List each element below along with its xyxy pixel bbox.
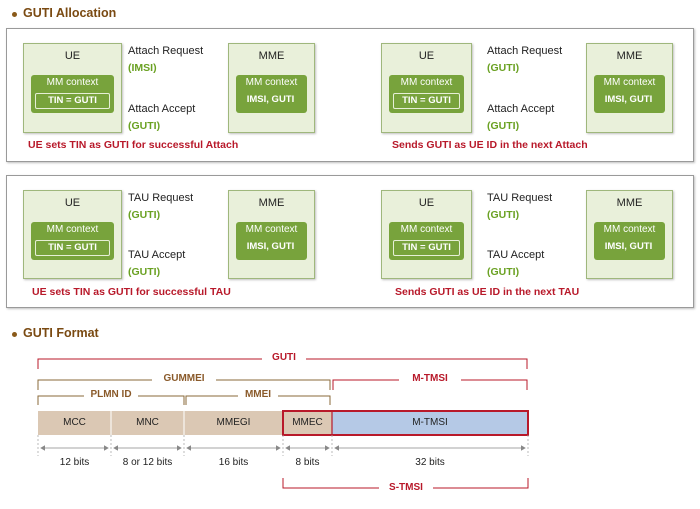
mcc-field: MCC — [63, 417, 86, 428]
guti-param: (GUTI) — [487, 266, 520, 278]
tin-value: TIN = GUTI — [35, 93, 110, 109]
ue-node: UE MM context TIN = GUTI — [381, 190, 472, 279]
mm-context-label: MM context — [400, 77, 453, 88]
tin-value: TIN = GUTI — [35, 240, 110, 256]
ue-label: UE — [418, 197, 435, 209]
attach-right-caption: Sends GUTI as UE ID in the next Attach — [392, 139, 588, 151]
mme-label: MME — [616, 197, 643, 209]
mmei-bracket-label: MMEI — [238, 389, 278, 400]
mm-context-label: MM context — [400, 224, 453, 235]
mmec-bits: 8 bits — [295, 457, 320, 468]
mmec-field-box — [283, 411, 332, 435]
ue-label: UE — [64, 197, 81, 209]
mme-node: MME MM context IMSI, GUTI — [228, 190, 315, 279]
mnc-bits: 8 or 12 bits — [122, 457, 173, 468]
mme-node: MME MM context IMSI, GUTI — [586, 190, 673, 279]
attach-request-label: Attach Request — [487, 45, 563, 57]
ue-mm-context: MM context TIN = GUTI — [389, 75, 464, 113]
ue-mm-context: MM context TIN = GUTI — [31, 222, 114, 260]
stmsi-bracket-label: S-TMSI — [379, 482, 433, 493]
mm-context-label: MM context — [245, 77, 298, 88]
mmegi-field-box — [184, 411, 283, 435]
guti-allocation-title: GUTI Allocation — [23, 6, 117, 20]
tau-accept-label: TAU Accept — [128, 249, 186, 261]
guti-param: (GUTI) — [128, 209, 161, 221]
tau-left-caption: UE sets TIN as GUTI for successful TAU — [32, 286, 231, 298]
tau-request-label: TAU Request — [128, 192, 194, 204]
mme-mm-context: MM context IMSI, GUTI — [236, 75, 307, 113]
mme-context-value: IMSI, GUTI — [246, 94, 295, 105]
attach-left-caption: UE sets TIN as GUTI for successful Attac… — [28, 139, 239, 151]
plmn-id-bracket-label: PLMN ID — [84, 389, 138, 400]
mme-context-value: IMSI, GUTI — [604, 241, 653, 252]
ue-label: UE — [418, 50, 435, 62]
mnc-field-box — [111, 411, 184, 435]
guti-param: (GUTI) — [128, 120, 161, 132]
mtmsi-bits: 32 bits — [415, 457, 445, 468]
ue-node: UE MM context TIN = GUTI — [381, 43, 472, 133]
ue-mm-context: MM context TIN = GUTI — [31, 75, 114, 113]
guti-param: (GUTI) — [487, 120, 520, 132]
mme-mm-context: MM context IMSI, GUTI — [594, 222, 665, 260]
imsi-param: (IMSI) — [128, 62, 157, 74]
mme-mm-context: MM context IMSI, GUTI — [236, 222, 307, 260]
mme-node: MME MM context IMSI, GUTI — [228, 43, 315, 133]
tau-right-caption: Sends GUTI as UE ID in the next TAU — [395, 286, 580, 298]
ue-mm-context: MM context TIN = GUTI — [389, 222, 464, 260]
mtmsi-field: M-TMSI — [412, 417, 448, 428]
ue-node: UE MM context TIN = GUTI — [23, 190, 122, 279]
mm-context-label: MM context — [46, 77, 99, 88]
guti-param: (GUTI) — [487, 209, 520, 221]
mmegi-bits: 16 bits — [218, 457, 249, 468]
mm-context-label: MM context — [603, 77, 656, 88]
mtmsi-bracket-label: M-TMSI — [399, 373, 461, 384]
attach-request-label: Attach Request — [128, 45, 204, 57]
guti-param: (GUTI) — [487, 62, 520, 74]
mme-label: MME — [258, 50, 285, 62]
mmegi-field: MMEGI — [216, 417, 251, 428]
stmsi-outline — [282, 410, 529, 436]
section-bullet — [12, 12, 17, 17]
ue-label: UE — [64, 50, 81, 62]
tau-request-label: TAU Request — [487, 192, 553, 204]
mme-context-value: IMSI, GUTI — [246, 241, 295, 252]
mcc-field-box — [38, 411, 111, 435]
attach-accept-label: Attach Accept — [487, 103, 555, 115]
mm-context-label: MM context — [46, 224, 99, 235]
tau-accept-label: TAU Accept — [487, 249, 545, 261]
mme-label: MME — [616, 50, 643, 62]
mme-node: MME MM context IMSI, GUTI — [586, 43, 673, 133]
tin-value: TIN = GUTI — [393, 93, 460, 109]
mnc-field: MNC — [136, 417, 159, 428]
guti-format-title: GUTI Format — [23, 326, 99, 340]
tin-value: TIN = GUTI — [393, 240, 460, 256]
mm-context-label: MM context — [245, 224, 298, 235]
mme-context-value: IMSI, GUTI — [604, 94, 653, 105]
section-bullet — [12, 332, 17, 337]
mcc-bits: 12 bits — [59, 457, 90, 468]
mme-mm-context: MM context IMSI, GUTI — [594, 75, 665, 113]
attach-accept-label: Attach Accept — [128, 103, 196, 115]
mmec-field: MMEC — [292, 417, 323, 428]
guti-param: (GUTI) — [128, 266, 161, 278]
ue-node: UE MM context TIN = GUTI — [23, 43, 122, 133]
mme-label: MME — [258, 197, 285, 209]
guti-bracket-label: GUTI — [262, 352, 306, 363]
mtmsi-field-box — [332, 411, 528, 435]
mm-context-label: MM context — [603, 224, 656, 235]
gummei-bracket-label: GUMMEI — [152, 373, 216, 384]
